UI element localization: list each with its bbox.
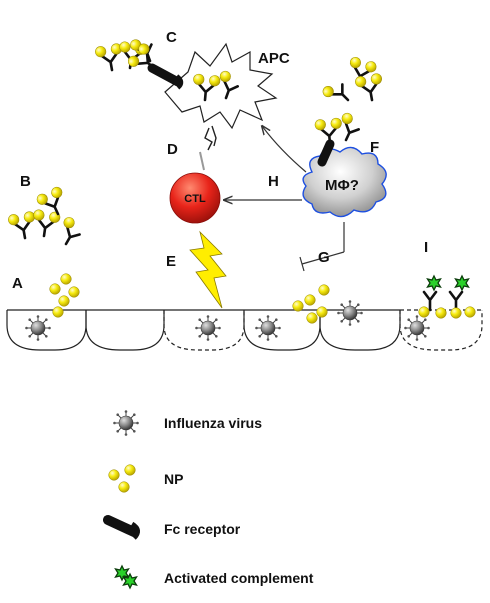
np-cluster-g — [292, 284, 330, 324]
epithelial-cell-4 — [243, 310, 321, 351]
apc-cell — [164, 42, 278, 130]
epithelial-cell-1 — [6, 310, 87, 351]
lightning-bolt-icon — [189, 230, 227, 309]
immune-complex-top-right — [321, 56, 385, 109]
panel-label-e: E — [166, 253, 176, 270]
legend-virus-label: Influenza virus — [164, 415, 262, 431]
panel-label-f: F — [370, 139, 379, 156]
apc-label: APC — [258, 50, 290, 67]
macrophage-label: MΦ? — [325, 177, 359, 194]
virus-in-cell-5 — [336, 299, 364, 327]
panel-label-i: I — [424, 239, 428, 256]
panel-label-b: B — [20, 173, 31, 190]
influenza-virus-icon — [112, 409, 140, 437]
virus-in-cell-3 — [194, 314, 222, 342]
epithelial-cell-5 — [319, 310, 401, 351]
complement-complex-i — [418, 275, 476, 319]
epithelial-cell-3-damaged — [163, 310, 245, 351]
np-particle-icon — [108, 464, 136, 493]
legend: Influenza virus NP Fc receptor Activated… — [103, 409, 314, 589]
virus-in-cell-6 — [403, 314, 431, 342]
epithelial-cell-6-lysed — [399, 310, 483, 351]
arrow-macrophage-to-apc — [262, 126, 307, 173]
inhibition-macrophage-to-cell — [299, 222, 345, 272]
epithelial-cell-2 — [85, 310, 165, 351]
ctl-cell — [169, 172, 221, 224]
panel-label-h: H — [268, 173, 279, 190]
mhc-tcr-interaction — [199, 125, 217, 171]
legend-complement-label: Activated complement — [164, 570, 314, 586]
legend-np-label: NP — [164, 471, 183, 487]
panel-label-d: D — [167, 141, 178, 158]
panel-label-a: A — [12, 275, 23, 292]
virus-in-cell-1 — [24, 314, 52, 342]
legend-fc-label: Fc receptor — [164, 521, 241, 537]
panel-label-g: G — [318, 249, 330, 266]
ctl-label: CTL — [184, 193, 206, 205]
activated-complement-icon — [114, 565, 138, 589]
fc-receptor-apc — [147, 63, 183, 87]
epithelium — [6, 309, 483, 351]
np-cluster-a — [49, 273, 80, 318]
panel-label-c: C — [166, 29, 177, 46]
virus-in-cell-4 — [254, 314, 282, 342]
fc-receptor-icon — [103, 515, 140, 540]
fc-receptor-macrophage — [317, 139, 335, 167]
immune-complex-b — [8, 185, 85, 247]
